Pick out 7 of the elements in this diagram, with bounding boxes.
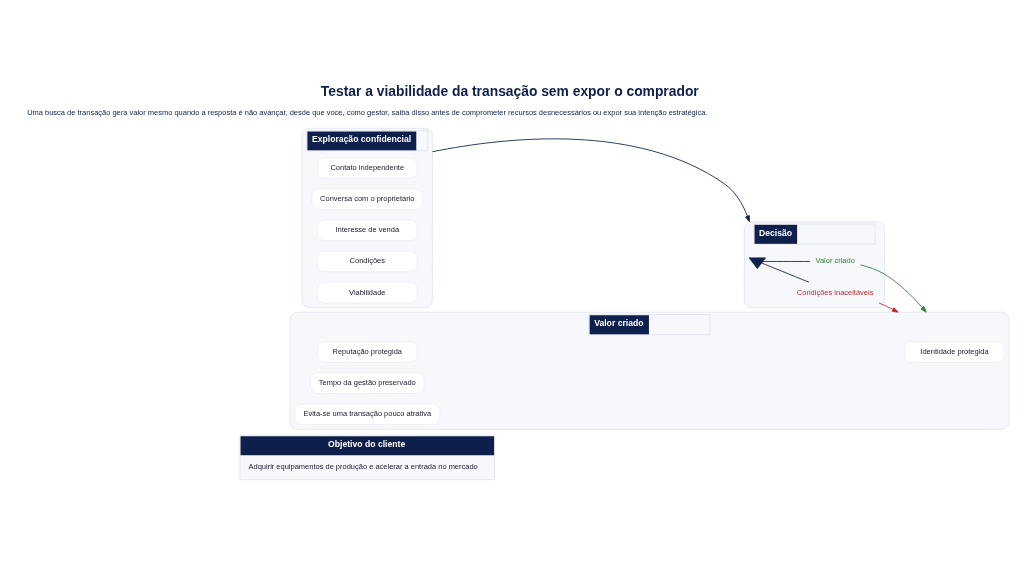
node-scale [748,257,766,269]
diagram-title: Testar a viabilidade da transação sem expor o comprador [320,82,699,99]
connector [761,262,810,283]
arrow [432,137,750,222]
arrow [860,264,927,313]
connector [762,260,811,262]
arrow [878,302,899,313]
